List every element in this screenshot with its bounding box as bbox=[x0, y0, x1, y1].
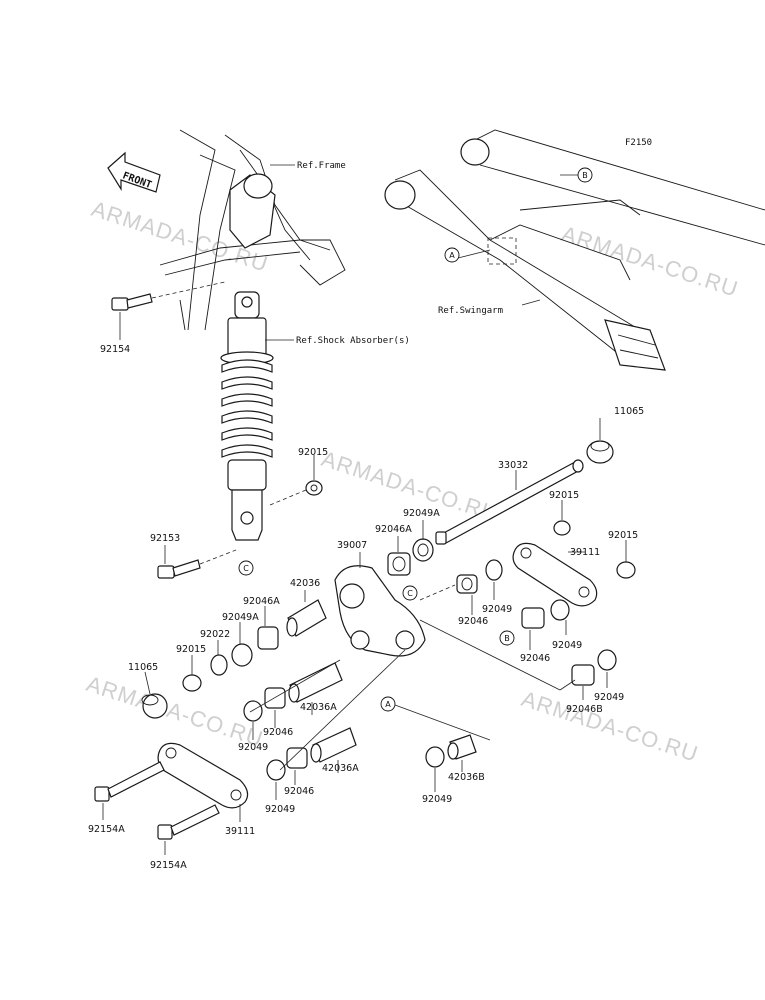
front-arrow-icon: FRONT bbox=[107, 151, 161, 193]
part-label: 92022 bbox=[200, 629, 230, 640]
nut-92015-d bbox=[182, 655, 202, 692]
part-label: 92046 bbox=[458, 616, 488, 627]
part-label: 42036B bbox=[448, 772, 485, 783]
seal-92049A-a bbox=[412, 520, 434, 562]
bearing-92046-c bbox=[264, 687, 286, 728]
shaft-33032 bbox=[435, 459, 584, 545]
collar-42036A-b bbox=[310, 727, 357, 773]
ref-frame-label: Ref.Frame bbox=[297, 161, 346, 171]
part-label: 92046 bbox=[520, 653, 550, 664]
tie-rod-39111-b bbox=[157, 742, 249, 822]
circle-ref-b-2: B bbox=[499, 630, 515, 646]
part-label: 11065 bbox=[614, 406, 644, 417]
collar-42036 bbox=[286, 590, 327, 637]
rocker-arm-39007 bbox=[334, 552, 426, 657]
part-label: 92049 bbox=[552, 640, 582, 651]
bearing-92046A-a bbox=[387, 536, 411, 576]
part-label: 11065 bbox=[128, 662, 158, 673]
part-label: 92153 bbox=[150, 533, 180, 544]
svg-text:C: C bbox=[243, 564, 249, 573]
part-label: 92049 bbox=[422, 794, 452, 805]
watermark-text: ARMADA-CO.RU bbox=[83, 671, 266, 752]
part-label: 92015 bbox=[608, 530, 638, 541]
circle-ref-a-2: A bbox=[380, 696, 396, 712]
ref-shock-label: Ref.Shock Absorber(s) bbox=[296, 336, 410, 346]
nut-92015-b bbox=[553, 500, 571, 536]
seal-92049-e bbox=[266, 759, 286, 800]
seal-92049-g bbox=[425, 746, 445, 792]
cap-11065-a bbox=[586, 418, 614, 464]
part-label: 92154 bbox=[100, 344, 130, 355]
circle-ref-c-2: C bbox=[402, 585, 418, 601]
nut-92015-c bbox=[616, 540, 636, 579]
part-label: 92046A bbox=[243, 596, 280, 607]
circle-ref-c-1: C bbox=[238, 560, 254, 576]
part-label: 92015 bbox=[549, 490, 579, 501]
seal-92049-c bbox=[597, 649, 617, 688]
shock-absorber-drawing bbox=[220, 291, 274, 541]
frame-drawing bbox=[159, 129, 346, 331]
part-label: 92049A bbox=[222, 612, 259, 623]
bolt-92153 bbox=[157, 545, 237, 579]
svg-text:B: B bbox=[582, 171, 588, 180]
part-label: 33032 bbox=[498, 460, 528, 471]
part-label: 42036A bbox=[322, 763, 359, 774]
washer-92022 bbox=[210, 640, 228, 676]
part-labels: 92154 92015 92153 11065 33032 92049A 920… bbox=[88, 344, 644, 871]
tie-rod-39111-a bbox=[512, 542, 598, 607]
svg-text:A: A bbox=[449, 251, 455, 260]
part-label: 92049 bbox=[265, 804, 295, 815]
bearing-92046A-b bbox=[257, 606, 279, 650]
part-label: 92046 bbox=[263, 727, 293, 738]
svg-text:A: A bbox=[385, 700, 391, 709]
seal-92049-d bbox=[243, 700, 263, 740]
bearing-92046-b bbox=[521, 607, 545, 650]
bolt-92154A-b bbox=[157, 804, 220, 855]
bearing-92046B bbox=[571, 664, 595, 700]
bolt-92154A-a bbox=[94, 761, 165, 820]
part-label: 92046A bbox=[375, 524, 412, 535]
svg-text:B: B bbox=[504, 634, 510, 643]
part-label: 92049 bbox=[482, 604, 512, 615]
part-label: 92046 bbox=[284, 786, 314, 797]
watermark-text: ARMADA-CO.RU bbox=[558, 221, 741, 302]
bearing-92046-right bbox=[456, 574, 478, 615]
swingarm-drawing bbox=[384, 129, 765, 371]
nut-92015-a bbox=[269, 455, 323, 506]
part-label: 42036A bbox=[300, 702, 337, 713]
part-label: 92154A bbox=[88, 824, 125, 835]
part-label: 92154A bbox=[150, 860, 187, 871]
seal-92049A-b bbox=[231, 622, 253, 667]
part-label: 39111 bbox=[225, 826, 255, 837]
cap-11065-b bbox=[141, 671, 168, 719]
circle-ref-b-1: B bbox=[577, 167, 593, 183]
seal-92049-b bbox=[550, 599, 570, 635]
part-label: 92049 bbox=[238, 742, 268, 753]
part-label: 92015 bbox=[176, 644, 206, 655]
bearing-92046-d bbox=[286, 747, 308, 785]
part-label: 92046B bbox=[566, 704, 603, 715]
seal-92049-right bbox=[485, 559, 503, 600]
svg-text:C: C bbox=[407, 589, 413, 598]
bolt-92154 bbox=[111, 281, 226, 340]
part-label: 92015 bbox=[298, 447, 328, 458]
watermarks: ARMADA-CO.RU ARMADA-CO.RU ARMADA-CO.RU A… bbox=[83, 196, 741, 767]
part-label: 39007 bbox=[337, 540, 367, 551]
part-label: 92049A bbox=[403, 508, 440, 519]
collar-42036B bbox=[447, 734, 477, 772]
part-label: 92049 bbox=[594, 692, 624, 703]
part-label: 39111 bbox=[570, 547, 600, 558]
collar-42036A-a bbox=[288, 662, 343, 715]
ref-swingarm-label: Ref.Swingarm bbox=[438, 306, 503, 316]
circle-ref-a-1: A bbox=[444, 247, 460, 263]
part-label: 42036 bbox=[290, 578, 320, 589]
figure-code: F2150 bbox=[625, 138, 652, 148]
